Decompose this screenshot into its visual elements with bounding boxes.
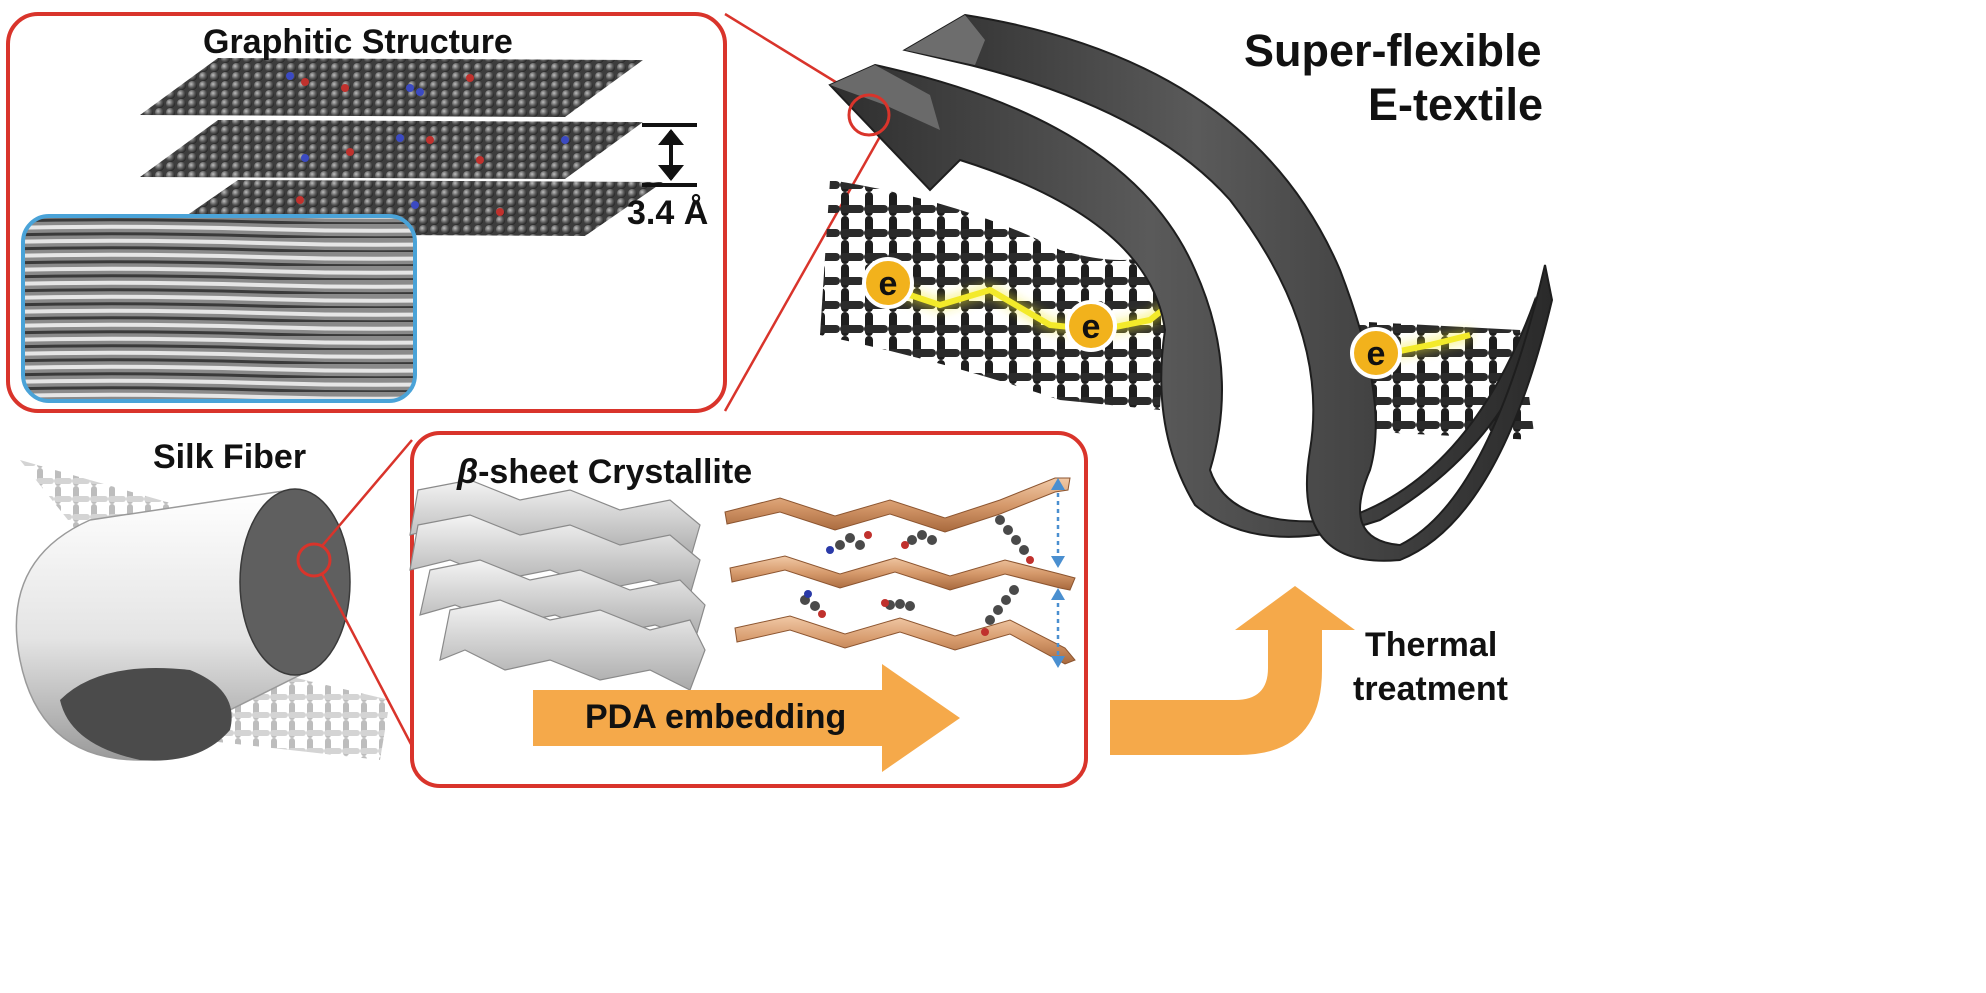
graphene-layers [140, 58, 663, 236]
zoom-line-fiber-top [321, 439, 413, 547]
zoom-circle-ribbon [847, 93, 891, 137]
beta-sheet-stack [409, 479, 706, 691]
thermal-line1: Thermal [1365, 626, 1498, 664]
beta-sheet-text: -sheet Crystallite [478, 453, 753, 491]
thermal-line2: treatment [1353, 670, 1508, 708]
pda-embedding-label: PDA embedding [585, 698, 847, 736]
electron-badge-icon: e [1065, 300, 1117, 352]
zoom-line-fiber-bottom [320, 573, 414, 747]
svg-text:e: e [1367, 335, 1386, 373]
silk-fiber-label: Silk Fiber [153, 438, 307, 476]
electron-badge-icon: e [862, 257, 914, 309]
interlayer-spacing-label: 3.4 Å [627, 194, 709, 232]
title-line2: E-textile [1368, 79, 1544, 130]
thermal-treatment-arrow [1110, 586, 1355, 755]
pda-molecules [800, 515, 1034, 636]
beta-symbol: β [457, 453, 479, 491]
pda-embedded-sheets [724, 477, 1076, 665]
svg-text:e: e [879, 265, 898, 303]
graphitic-structure-label: Graphitic Structure [203, 23, 513, 61]
beta-sheet-label: β-sheet Crystallite [457, 455, 752, 489]
carbon-ribbons [828, 13, 1554, 562]
electron-badge-icon: e [1350, 327, 1402, 379]
tem-image [21, 214, 417, 403]
silk-fiber-cylinder [15, 488, 351, 761]
zoom-line-bottom [723, 132, 884, 412]
pda-embedding-arrow [533, 664, 960, 772]
spacing-arrowheads [1051, 478, 1065, 668]
double-arrow-icon [642, 123, 697, 187]
zoom-circle-fiber [296, 542, 332, 578]
svg-text:e: e [1082, 308, 1101, 346]
title-line1: Super-flexible [1244, 25, 1542, 76]
